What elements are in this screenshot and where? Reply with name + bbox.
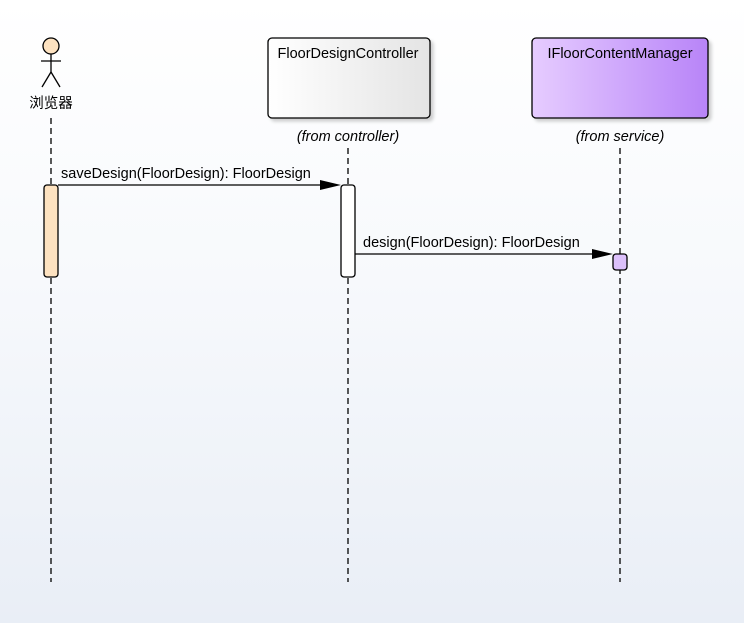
- participant-floor-design-controller[interactable]: FloorDesignController: [267, 37, 431, 119]
- arrowhead-icon: [320, 180, 341, 190]
- message-save-design[interactable]: saveDesign(FloorDesign): FloorDesign: [58, 166, 341, 190]
- activation-bar-floor-design-controller: [340, 184, 356, 278]
- stick-figure-icon: [41, 37, 61, 88]
- message-label: saveDesign(FloorDesign): FloorDesign: [61, 166, 311, 182]
- participant-name: FloorDesignController: [277, 46, 418, 62]
- message-design[interactable]: design(FloorDesign): FloorDesign: [355, 235, 613, 259]
- actor-browser[interactable]: 浏览器: [29, 37, 73, 112]
- activation-bar-browser: [43, 184, 59, 278]
- arrowhead-icon: [592, 249, 613, 259]
- message-label: design(FloorDesign): FloorDesign: [363, 235, 580, 251]
- participant-box: [267, 37, 431, 119]
- participant-stereotype: (from service): [576, 129, 665, 145]
- actor-label: 浏览器: [29, 95, 73, 112]
- participant-stereotype: (from controller): [297, 129, 399, 145]
- activation-bar-ifloor-content-manager: [612, 253, 628, 271]
- participant-ifloor-content-manager[interactable]: IFloorContentManager: [531, 37, 709, 119]
- participant-name: IFloorContentManager: [547, 46, 692, 62]
- participant-box: [531, 37, 709, 119]
